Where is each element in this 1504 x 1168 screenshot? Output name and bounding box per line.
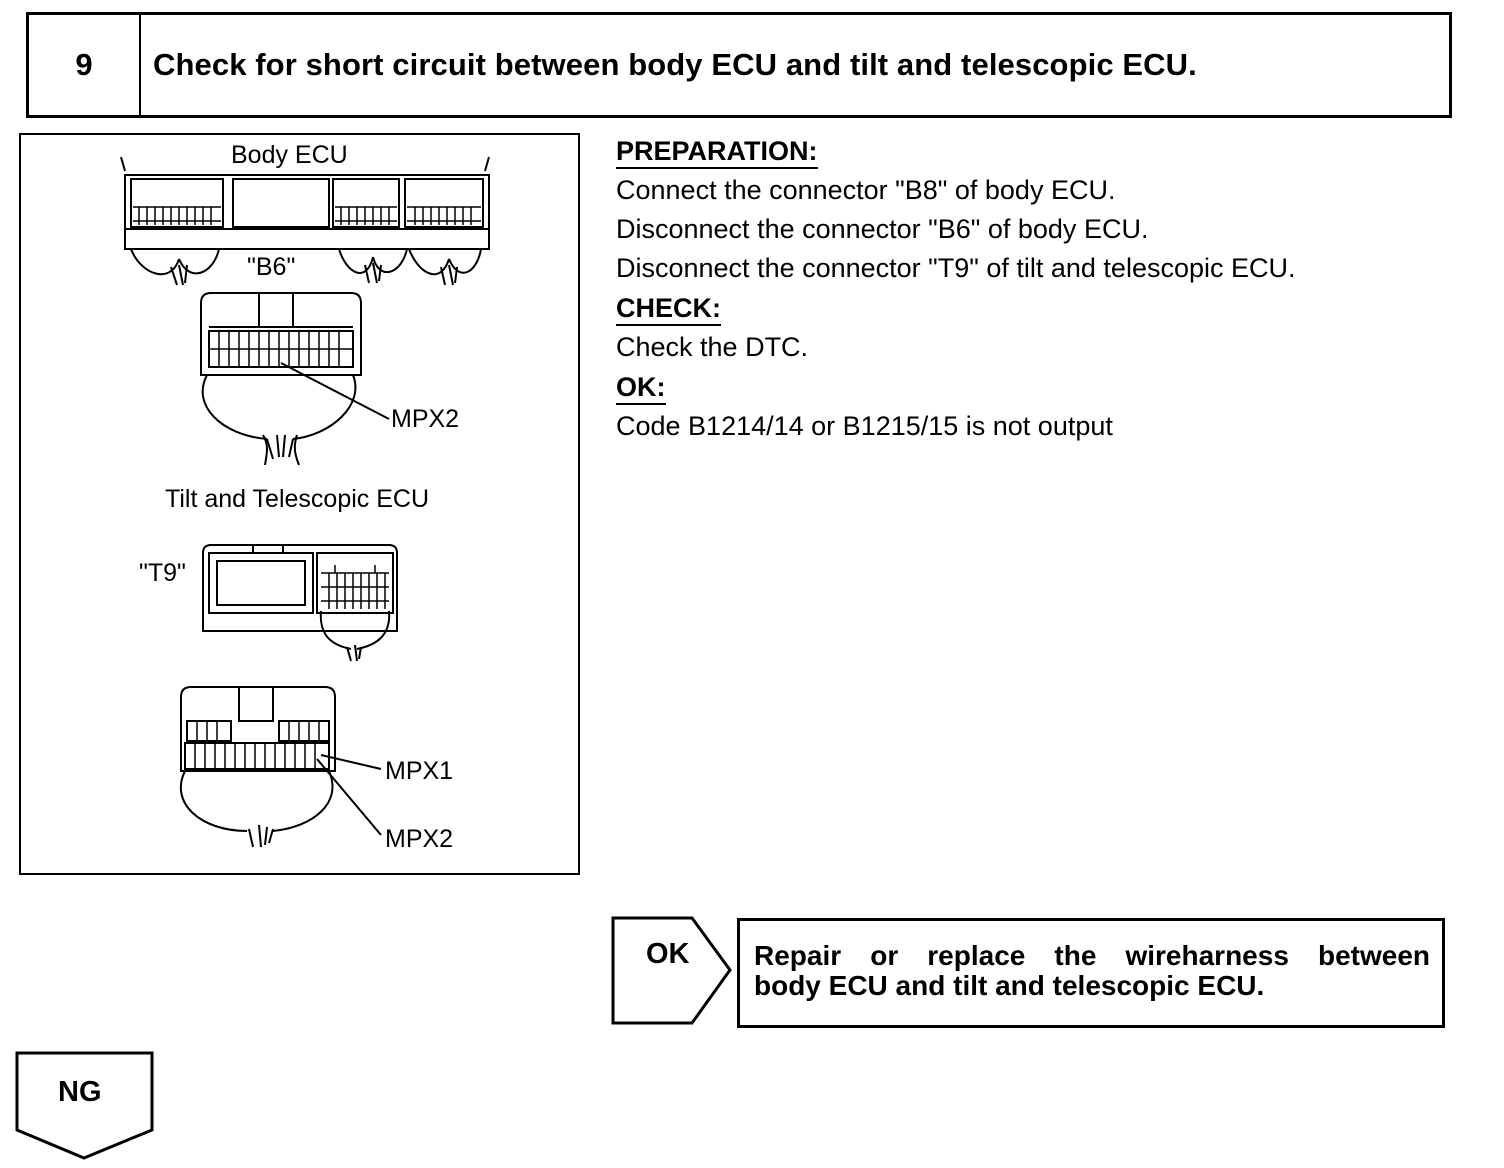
check-heading: CHECK: [616, 292, 721, 326]
step-header: 9 Check for short circuit between body E… [26, 12, 1452, 118]
ok-heading: OK: [616, 371, 666, 405]
preparation-line-2: Disconnect the connector "B6" of body EC… [616, 214, 1149, 244]
ng-branch-label: NG [58, 1076, 102, 1108]
connector-diagram-drawing: Body ECU "B6" MPX2 Tilt and Telescopic E… [120, 141, 490, 853]
step-title: Check for short circuit between body ECU… [153, 47, 1197, 82]
step-number: 9 [29, 15, 141, 115]
t9-connector-label: "T9" [139, 559, 186, 587]
tilt-telescopic-ecu-label: Tilt and Telescopic ECU [165, 485, 429, 513]
ok-result-line-1: Repair or replace the wireharness betwee… [754, 940, 1430, 971]
body-ecu-label: Body ECU [231, 141, 348, 169]
preparation-line-1: Connect the connector "B8" of body ECU. [616, 175, 1116, 205]
ok-result-box: Repair or replace the wireharness betwee… [737, 918, 1445, 1028]
ok-result-line-2: body ECU and tilt and telescopic ECU. [754, 970, 1265, 1001]
ok-criteria-line: Code B1214/14 or B1215/15 is not output [616, 411, 1113, 441]
mpx2-top-label: MPX2 [391, 405, 459, 433]
ok-branch-label: OK [646, 938, 690, 970]
preparation-line-3: Disconnect the connector "T9" of tilt an… [616, 253, 1296, 283]
check-line: Check the DTC. [616, 332, 809, 362]
connector-diagram: Body ECU "B6" MPX2 Tilt and Telescopic E… [19, 133, 580, 875]
mpx2-bottom-label: MPX2 [385, 825, 453, 853]
mpx1-label: MPX1 [385, 757, 453, 785]
b6-connector-label: "B6" [247, 253, 295, 281]
preparation-heading: PREPARATION: [616, 135, 818, 169]
ok-arrow-icon [611, 916, 732, 1025]
instructions-panel: PREPARATION: Connect the connector "B8" … [616, 131, 1476, 446]
ng-arrow-icon [15, 1051, 154, 1160]
